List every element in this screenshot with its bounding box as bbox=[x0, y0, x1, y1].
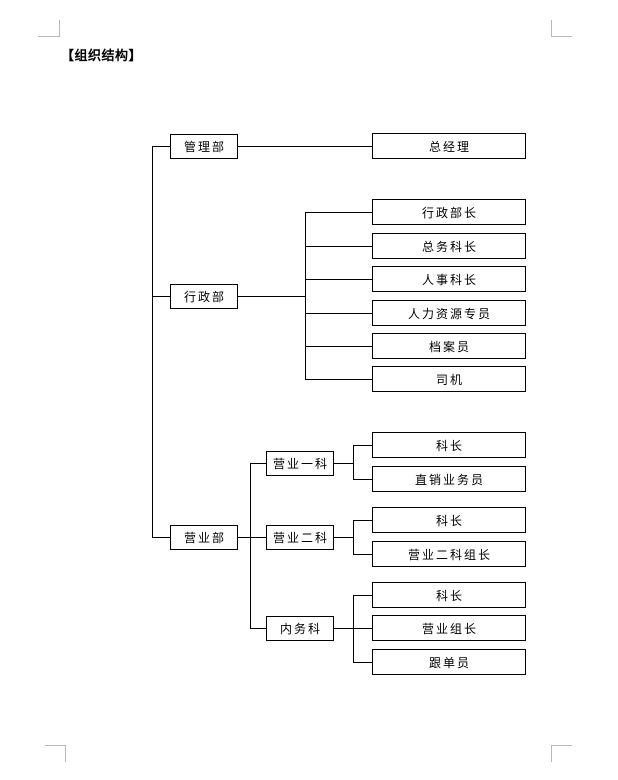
text-boundary-mark-bottom-left-v bbox=[65, 745, 66, 762]
connector-line bbox=[353, 445, 372, 446]
text-boundary-mark-top-right-h bbox=[551, 36, 572, 37]
node-order-follower[interactable]: 跟单员 bbox=[372, 649, 526, 675]
text-boundary-mark-bottom-right-h bbox=[551, 745, 572, 746]
node-archivist[interactable]: 档案员 bbox=[372, 333, 526, 359]
connector-internal-junction-line bbox=[353, 595, 354, 663]
node-admin-dept[interactable]: 行政部 bbox=[170, 284, 238, 309]
connector-line bbox=[238, 146, 372, 147]
node-section2-team-leader[interactable]: 营业二科组长 bbox=[372, 541, 526, 567]
node-sales-dept[interactable]: 营业部 bbox=[170, 525, 238, 550]
connector-line bbox=[334, 463, 353, 464]
connector-line bbox=[334, 537, 353, 538]
connector-line bbox=[353, 662, 372, 663]
connector-admin-junction-line bbox=[305, 212, 306, 380]
connector-line bbox=[353, 628, 372, 629]
text-boundary-mark-bottom-right-v bbox=[551, 745, 552, 762]
node-sales-section-1[interactable]: 营业一科 bbox=[266, 451, 334, 476]
connector-line bbox=[238, 537, 266, 538]
node-general-affairs-chief[interactable]: 总务科长 bbox=[372, 233, 526, 259]
connector-section2-junction-line bbox=[353, 520, 354, 555]
page-title: 【组织结构】 bbox=[61, 48, 143, 63]
connector-line bbox=[305, 346, 372, 347]
text-boundary-mark-bottom-left-h bbox=[45, 745, 66, 746]
node-driver[interactable]: 司机 bbox=[372, 366, 526, 392]
connector-line bbox=[238, 296, 305, 297]
node-direct-sales-rep[interactable]: 直销业务员 bbox=[372, 466, 526, 492]
connector-line bbox=[305, 246, 372, 247]
node-personnel-chief[interactable]: 人事科长 bbox=[372, 266, 526, 292]
connector-line bbox=[353, 595, 372, 596]
node-sales-section-2[interactable]: 营业二科 bbox=[266, 525, 334, 550]
connector-line bbox=[305, 379, 372, 380]
connector-line bbox=[353, 520, 372, 521]
node-sales-team-leader[interactable]: 营业组长 bbox=[372, 615, 526, 641]
text-boundary-mark-top-left-h bbox=[38, 36, 59, 37]
text-boundary-mark-top-right-v bbox=[551, 20, 552, 37]
text-boundary-mark-top-left-v bbox=[59, 20, 60, 37]
connector-line bbox=[152, 296, 171, 297]
connector-trunk-line bbox=[152, 146, 153, 538]
connector-line bbox=[250, 463, 266, 464]
node-general-manager[interactable]: 总经理 bbox=[372, 133, 526, 159]
node-admin-director[interactable]: 行政部长 bbox=[372, 199, 526, 225]
node-hr-specialist[interactable]: 人力资源专员 bbox=[372, 300, 526, 326]
connector-line bbox=[353, 554, 372, 555]
connector-line bbox=[334, 628, 353, 629]
connector-line bbox=[305, 313, 372, 314]
node-internal-section[interactable]: 内务科 bbox=[266, 616, 334, 641]
node-internal-chief[interactable]: 科长 bbox=[372, 582, 526, 608]
connector-line bbox=[152, 537, 171, 538]
connector-line bbox=[305, 212, 372, 213]
node-section1-chief[interactable]: 科长 bbox=[372, 432, 526, 458]
connector-sales-junction-line bbox=[250, 463, 251, 629]
node-management-dept[interactable]: 管理部 bbox=[170, 134, 238, 159]
connector-section1-junction-line bbox=[353, 445, 354, 480]
connector-line bbox=[250, 628, 266, 629]
node-section2-chief[interactable]: 科长 bbox=[372, 507, 526, 533]
connector-line bbox=[152, 146, 171, 147]
connector-line bbox=[353, 479, 372, 480]
connector-line bbox=[305, 279, 372, 280]
